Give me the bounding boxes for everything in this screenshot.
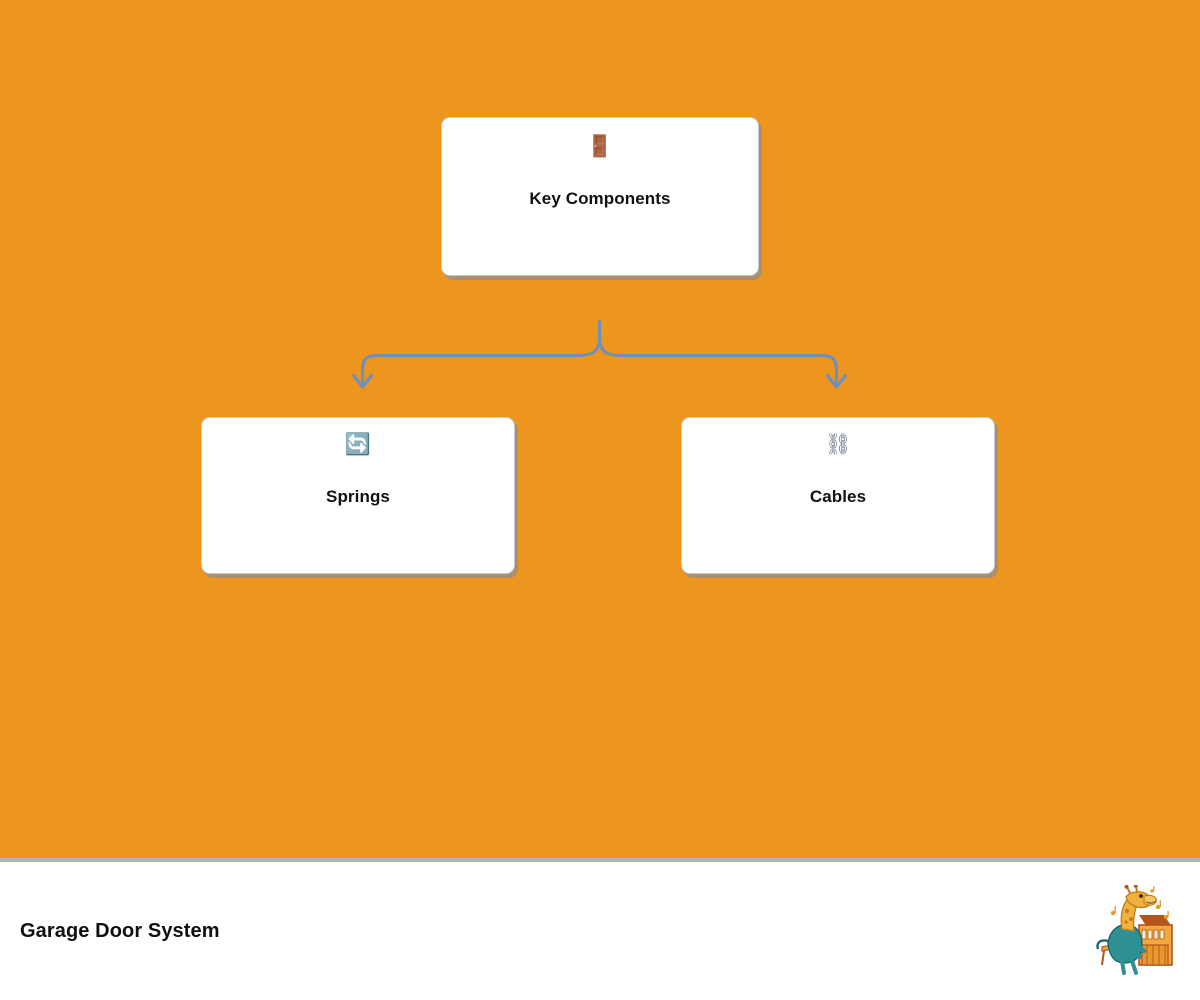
chains-icon: ⛓ [824,432,852,456]
footer-bar: Garage Door System [0,862,1200,1000]
door-icon: 🚪 [586,134,614,158]
node-key-components[interactable]: 🚪 Key Components [441,117,759,276]
footer-title: Garage Door System [20,919,220,942]
arrowhead-cables [825,373,848,389]
node-cables-label: Cables [809,487,867,506]
node-springs[interactable]: 🔄 Springs [201,417,515,574]
giraffe-piano-house-logo [1086,885,1178,977]
arrowhead-springs [351,373,374,389]
node-springs-label: Springs [326,487,390,506]
edge-to-springs [360,335,602,385]
edge-to-cables [597,335,839,385]
diagram-canvas: 🚪 Key Components 🔄 Springs ⛓ Cables [0,0,1200,858]
node-cables[interactable]: ⛓ Cables [681,417,995,574]
canvas-footer-divider [0,858,1200,862]
refresh-icon: 🔄 [344,432,372,456]
node-key-components-label: Key Components [529,189,671,208]
